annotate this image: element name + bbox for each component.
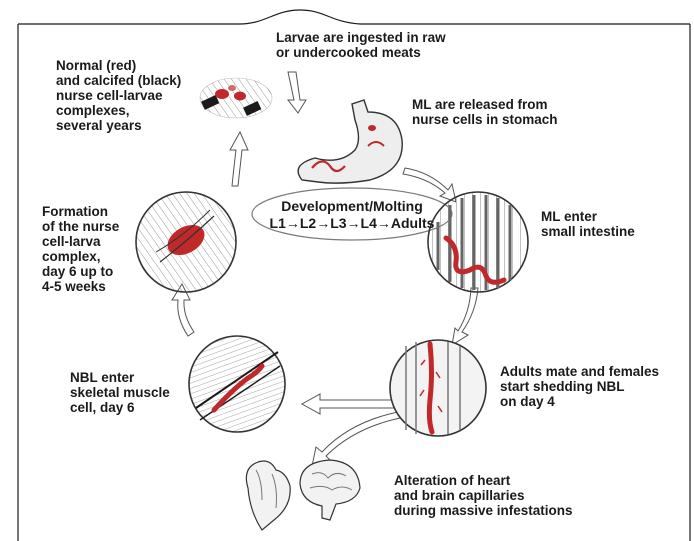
- infestation-label: Alteration of heart and brain capillarie…: [394, 473, 573, 518]
- calcified-complexes-illustration: [200, 78, 272, 118]
- mating-label: Adults mate and females start shedding N…: [500, 364, 659, 409]
- intestine-label: ML enter small intestine: [541, 209, 635, 239]
- mating-illustration: [390, 340, 486, 436]
- arrow-mating-organs: [312, 412, 400, 466]
- arrow-mating-muscle: [302, 394, 397, 414]
- nurse-cell-label: Formation of the nurse cell-larva comple…: [42, 204, 119, 294]
- development-center-label: Development/Molting L1→L2→L3→L4→Adults: [252, 198, 452, 232]
- stomach-illustration: [298, 100, 402, 183]
- page-frame: [18, 10, 690, 24]
- nurse-cell-illustration: [136, 192, 236, 292]
- arrow-intestine-mating: [452, 288, 478, 345]
- development-title: Development/Molting: [252, 198, 452, 215]
- arrow-ingestion: [288, 72, 306, 113]
- calcified-label: Normal (red) and calcifed (black) nurse …: [56, 58, 181, 133]
- development-sequence: L1→L2→L3→L4→Adults: [252, 215, 452, 232]
- skeletal-muscle-illustration: [189, 336, 285, 432]
- stomach-label: ML are released from nurse cells in stom…: [412, 97, 558, 127]
- heart-brain-illustration: [246, 460, 360, 530]
- muscle-label: NBL enter skeletal muscle cell, day 6: [70, 370, 170, 415]
- arrow-nurse-calcified: [230, 132, 248, 186]
- ingestion-label: Larvae are ingested in raw or undercooke…: [276, 30, 446, 60]
